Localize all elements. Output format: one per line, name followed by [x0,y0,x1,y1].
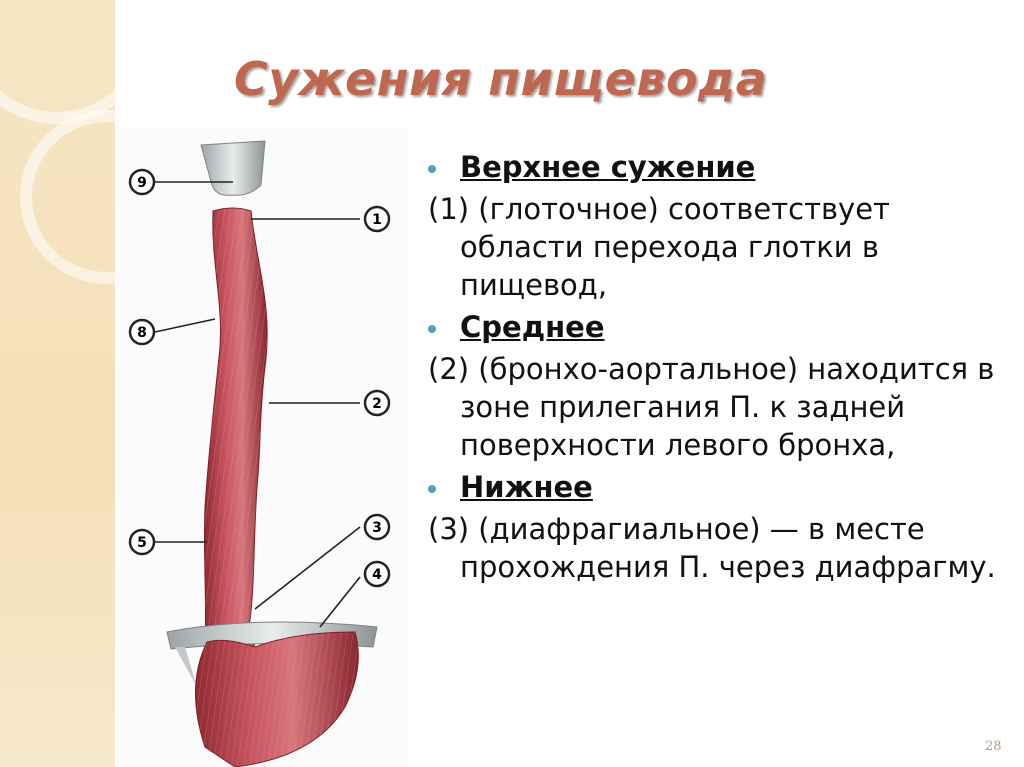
heading-label: Верхнее сужение [460,150,756,184]
heading-label: Нижнее [460,470,593,504]
callout-1: 1 [363,205,391,233]
bullet-dot [428,165,436,173]
callout-4: 4 [363,560,391,588]
callout-2: 2 [363,389,391,417]
decorative-side-strip [0,0,194,767]
callout-5: 5 [128,528,156,556]
constrictions-text: Верхнее сужение (1) (глоточное) соответс… [426,148,1006,590]
svg-text:2: 2 [372,396,382,412]
middle-constriction-text: (2) (бронхо-аортальное) находится в зоне… [428,352,995,462]
callout-9: 9 [128,168,156,196]
esophagus-illustration: 9 1 8 2 5 3 4 [115,127,408,767]
lower-constriction-heading: Нижнее [426,468,1006,506]
bullet-dot [428,485,436,493]
pharynx-cup [200,140,266,196]
bullet-dot [428,325,436,333]
svg-text:3: 3 [372,520,382,536]
svg-text:4: 4 [372,567,382,583]
slide-title: Сужения пищевода [234,52,768,106]
lower-constriction-text: (3) (диафрагиальное) — в месте прохожден… [428,512,996,584]
svg-text:9: 9 [137,175,147,191]
upper-constriction-text: (1) (глоточное) соответствует области пе… [428,192,890,302]
callout-8: 8 [128,318,156,346]
upper-constriction-heading: Верхнее сужение [426,148,1006,186]
decorative-ring [0,0,154,124]
esophagus-diagram: 9 1 8 2 5 3 4 [128,140,391,767]
svg-text:5: 5 [137,535,147,551]
callout-3: 3 [363,513,391,541]
page-number: 28 [985,739,1002,754]
svg-text:1: 1 [372,212,382,228]
heading-label: Среднее [460,310,605,344]
svg-text:8: 8 [137,325,147,341]
middle-constriction-heading: Среднее [426,308,1006,346]
